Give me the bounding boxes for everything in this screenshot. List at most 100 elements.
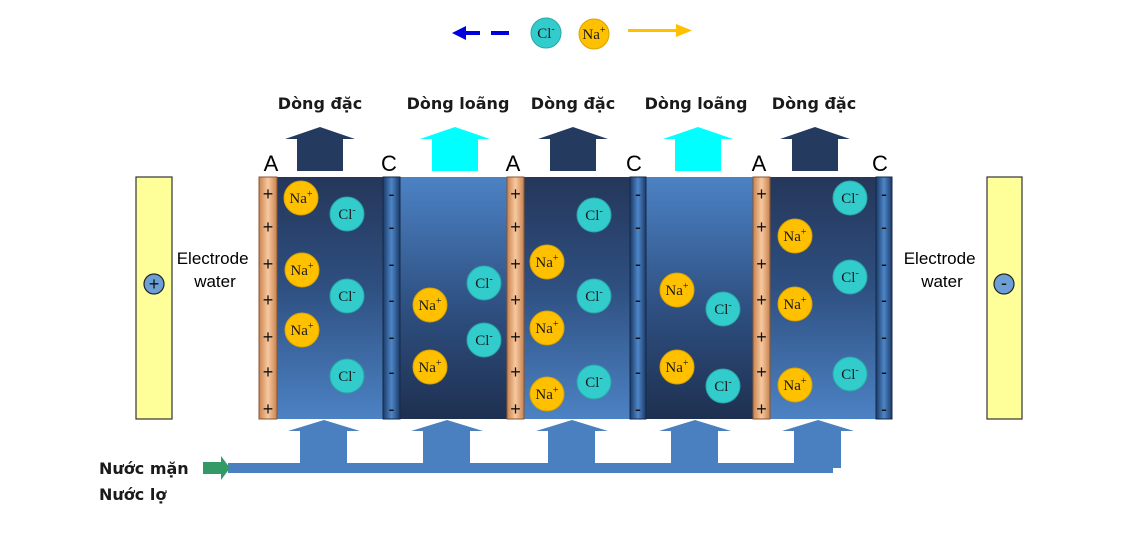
concentrate-outlet-arrow (538, 127, 608, 171)
concentrate-outlet-arrow (285, 127, 355, 171)
positive-charge-sign: + (263, 399, 274, 419)
negative-charge-sign: - (389, 362, 395, 382)
concentrate-outlet-arrow (780, 127, 850, 171)
chloride-ion-label: Cl- (338, 287, 356, 305)
negative-charge-sign: - (635, 399, 641, 419)
sodium-ion-label: Na+ (665, 358, 689, 376)
positive-charge-sign: + (263, 217, 274, 237)
positive-charge-sign: + (510, 362, 521, 382)
positive-charge-sign: + (510, 254, 521, 274)
sodium-ion-label: Na+ (665, 281, 689, 299)
chloride-ion-circle (329, 358, 365, 394)
positive-charge-sign: + (510, 399, 521, 419)
sodium-ion: Na+ (777, 367, 813, 403)
chloride-ion-circle (832, 259, 868, 295)
sodium-ion-circle (659, 349, 695, 385)
electrode-water-right-line1: Electrode (904, 249, 976, 268)
sodium-ion-circle (777, 218, 813, 254)
anode-plate (135, 176, 173, 420)
anion-exchange-membrane (752, 176, 771, 420)
legend: Cl- Na+ (452, 17, 692, 50)
electrode-water-left-line1: Electrode (177, 249, 249, 268)
cathode-plate (986, 176, 1023, 420)
negative-charge-sign: - (881, 399, 887, 419)
sodium-ion-label: Na+ (290, 261, 314, 279)
electrode-water-left-line2: water (193, 272, 236, 291)
sodium-ion-label: Na+ (290, 321, 314, 339)
chloride-ion-circle (832, 180, 868, 216)
negative-charge-sign: - (881, 217, 887, 237)
negative-charge-sign: - (635, 184, 641, 204)
membrane-label: A (752, 151, 767, 176)
positive-charge-sign: + (263, 254, 274, 274)
chloride-ion-label: Cl- (475, 274, 493, 292)
membrane-label: A (264, 151, 279, 176)
cathode-sign: - (1001, 273, 1007, 293)
feed-label-line1: Nước mặn (99, 459, 189, 478)
sodium-ion-circle (529, 310, 565, 346)
membrane-labels: A C A C A C (264, 151, 888, 176)
chloride-ion: Cl- (329, 196, 365, 232)
anode-sign-circle (143, 273, 165, 295)
negative-charge-sign: - (635, 254, 641, 274)
legend-na-charge: + (600, 25, 606, 36)
sodium-ion: Na+ (412, 287, 448, 323)
chloride-ion: Cl- (329, 358, 365, 394)
positive-charge-sign: + (510, 327, 521, 347)
positive-charge-sign: + (756, 290, 767, 310)
anion-exchange-membrane (506, 176, 525, 420)
chloride-ion: Cl- (832, 180, 868, 216)
membrane-label: A (506, 151, 521, 176)
sodium-ion: Na+ (412, 349, 448, 385)
negative-charge-sign: - (881, 184, 887, 204)
negative-charge-sign: - (881, 362, 887, 382)
negative-charge-sign: - (635, 327, 641, 347)
dilute-outlet-arrow (663, 127, 733, 171)
stream-label: Dòng loãng (645, 94, 748, 113)
stream-label: Dòng đặc (531, 94, 615, 113)
chloride-ion: Cl- (576, 278, 612, 314)
chloride-ion-label: Cl- (338, 367, 356, 385)
sodium-ion: Na+ (529, 376, 565, 412)
stream-label: Dòng đặc (772, 94, 856, 113)
negative-charge-sign: - (389, 327, 395, 347)
inlet-arrow (536, 420, 608, 468)
sodium-ion-circle (659, 272, 695, 308)
negative-charge-sign: - (881, 327, 887, 347)
positive-charge-sign: + (510, 290, 521, 310)
chloride-ion-label: Cl- (585, 373, 603, 391)
legend-cl-charge: - (551, 24, 554, 35)
inlet-arrow (288, 420, 360, 468)
legend-na-symbol: Na (582, 27, 600, 43)
chloride-ion-label: Cl- (475, 331, 493, 349)
chloride-ion-circle (832, 356, 868, 392)
stream-labels: Dòng đặc Dòng loãng Dòng đặc Dòng loãng … (278, 94, 856, 113)
chloride-ion: Cl- (466, 322, 502, 358)
cl-direction-arrow-dash (491, 31, 509, 35)
chloride-ion-circle (466, 265, 502, 301)
chloride-ion-circle (705, 368, 741, 404)
chloride-ion-label: Cl- (841, 268, 859, 286)
positive-charge-sign: + (510, 184, 521, 204)
membrane-label: C (626, 151, 642, 176)
chloride-ion-circle (576, 364, 612, 400)
sodium-ion-circle (283, 180, 319, 216)
anode-sign: + (149, 274, 160, 294)
cathode: - (986, 176, 1023, 420)
negative-charge-sign: - (389, 217, 395, 237)
feed-label-line2: Nước lợ (99, 485, 167, 504)
chloride-ion: Cl- (705, 291, 741, 327)
sodium-ion-label: Na+ (783, 295, 807, 313)
chloride-ion-label: Cl- (585, 287, 603, 305)
positive-charge-sign: + (263, 327, 274, 347)
legend-cl-ion: Cl- (530, 17, 562, 49)
chloride-ion: Cl- (832, 259, 868, 295)
legend-na-ion: Na+ (578, 18, 610, 50)
positive-charge-sign: + (263, 362, 274, 382)
cation-exchange-membrane (875, 176, 893, 420)
sodium-ion-label: Na+ (535, 319, 559, 337)
electrode-water-right-line2: water (920, 272, 963, 291)
sodium-ion: Na+ (529, 310, 565, 346)
sodium-ion: Na+ (284, 252, 320, 288)
